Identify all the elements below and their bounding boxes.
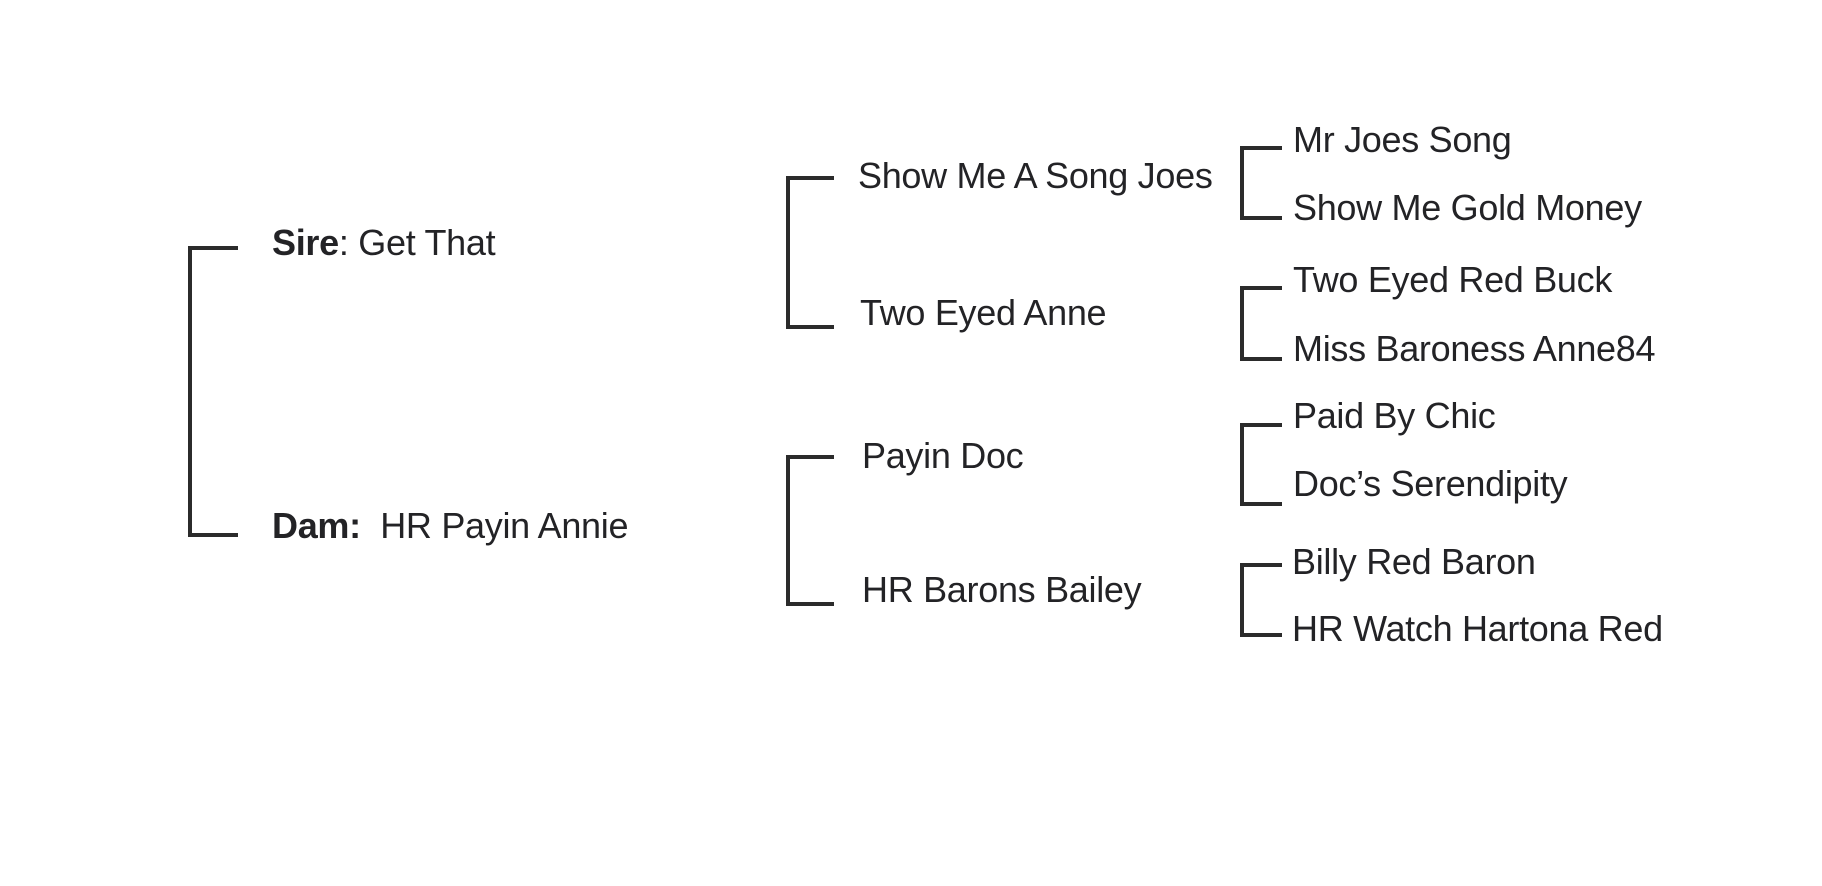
connector-stub-sire-dam — [790, 325, 834, 329]
connector-stub-dam-sire-sire — [1244, 423, 1282, 427]
dam-sire-sire-node: Paid By Chic — [1293, 395, 1496, 436]
connector-stub-sire-sire — [790, 176, 834, 180]
sire-dam-dam-node: Miss Baroness Anne84 — [1293, 328, 1656, 369]
dam-sire-dam-node: Doc’s Serendipity — [1293, 463, 1568, 504]
connector-stub-dam-dam — [790, 602, 834, 606]
connector-sire-dam-parents — [1240, 286, 1282, 361]
dam-dam-dam-node: HR Watch Hartona Red — [1292, 608, 1663, 649]
sire-dam-sire-node: Two Eyed Red Buck — [1293, 259, 1613, 300]
dam-dam-node: HR Barons Bailey — [862, 569, 1142, 610]
dam-label: Dam: — [272, 505, 361, 546]
dam-dam-sire-node: Billy Red Baron — [1292, 541, 1536, 582]
sire-name: Get That — [358, 222, 496, 263]
sire-dam-node: Two Eyed Anne — [860, 292, 1107, 333]
connector-stub-sire-sire-sire — [1244, 146, 1282, 150]
connector-stub-dam-sire-dam — [1244, 502, 1282, 506]
dam-sire-node: Payin Doc — [862, 435, 1024, 476]
connector-dam-parents — [786, 455, 834, 606]
sire-sire-node: Show Me A Song Joes — [858, 155, 1213, 196]
connector-stub-sire-dam-sire — [1244, 286, 1282, 290]
connector-sire-sire-parents — [1240, 146, 1282, 220]
connector-root-parents — [188, 246, 238, 537]
sire-sire-dam-node: Show Me Gold Money — [1293, 187, 1642, 228]
sire-label: Sire — [272, 222, 339, 263]
connector-dam-dam-parents — [1240, 563, 1282, 637]
connector-stub-dam — [192, 533, 238, 537]
connector-sire-parents — [786, 176, 834, 329]
connector-dam-sire-parents — [1240, 423, 1282, 506]
connector-stub-sire-dam-dam — [1244, 357, 1282, 361]
connector-stub-dam-dam-sire — [1244, 563, 1282, 567]
sire-node: Sire: Get That — [272, 221, 496, 265]
sire-separator: : — [338, 222, 359, 263]
dam-node: Dam: HR Payin Annie — [272, 504, 628, 548]
connector-stub-sire-sire-dam — [1244, 216, 1282, 220]
sire-sire-sire-node: Mr Joes Song — [1293, 119, 1512, 160]
dam-name: HR Payin Annie — [380, 505, 629, 546]
dam-separator — [361, 505, 380, 546]
connector-stub-sire — [192, 246, 238, 250]
connector-stub-dam-dam-dam — [1244, 633, 1282, 637]
connector-stub-dam-sire — [790, 455, 834, 459]
